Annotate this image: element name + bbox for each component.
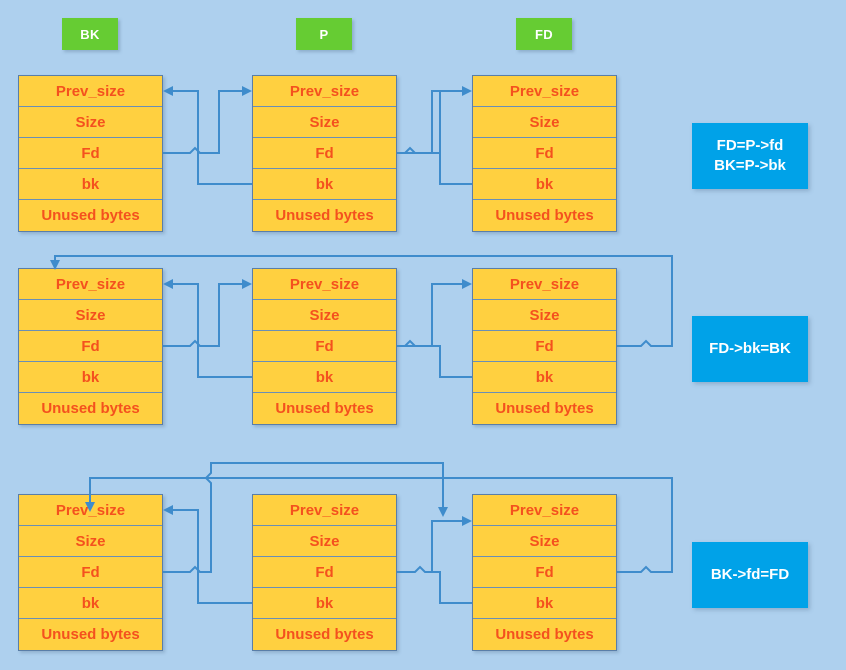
wire-p-fd-to-fd-row2 bbox=[397, 279, 472, 347]
field-bk: bk bbox=[253, 169, 396, 200]
note-line-1: FD->bk=BK bbox=[709, 340, 791, 357]
field-bk: bk bbox=[253, 588, 396, 619]
field-fd: Fd bbox=[473, 138, 616, 169]
field-prev-size: Prev_size bbox=[253, 76, 396, 107]
field-fd: Fd bbox=[253, 331, 396, 362]
note-line-2: BK=P->bk bbox=[714, 157, 786, 174]
field-fd: Fd bbox=[253, 557, 396, 588]
field-size: Size bbox=[19, 107, 162, 138]
field-size: Size bbox=[19, 300, 162, 331]
field-size: Size bbox=[253, 526, 396, 557]
field-fd: Fd bbox=[473, 557, 616, 588]
note-line-1: FD=P->fd bbox=[716, 137, 784, 154]
note-bk-fd-set: BK->fd=FD bbox=[692, 542, 808, 608]
wire-p-fd-to-fd-row3 bbox=[397, 516, 472, 573]
wire-p-bk-to-bk-row1 bbox=[163, 86, 252, 185]
field-fd: Fd bbox=[253, 138, 396, 169]
field-prev-size: Prev_size bbox=[253, 269, 396, 300]
wire-fd-bk-to-p-row1 bbox=[397, 146, 472, 185]
field-prev-size: Prev_size bbox=[253, 495, 396, 526]
field-fd: Fd bbox=[19, 331, 162, 362]
field-size: Size bbox=[473, 526, 616, 557]
note-fd-bk-set: FD->bk=BK bbox=[692, 316, 808, 382]
field-bk: bk bbox=[19, 169, 162, 200]
field-unused-bytes: Unused bytes bbox=[19, 200, 162, 231]
field-bk: bk bbox=[473, 588, 616, 619]
wire-p-fd-to-fd-row1 bbox=[397, 86, 472, 154]
field-size: Size bbox=[473, 300, 616, 331]
field-bk: bk bbox=[473, 169, 616, 200]
chunk-bk-row2: Prev_size Size Fd bk Unused bytes bbox=[18, 268, 163, 425]
field-unused-bytes: Unused bytes bbox=[19, 619, 162, 650]
field-bk: bk bbox=[253, 362, 396, 393]
note-line-1: BK->fd=FD bbox=[710, 566, 790, 583]
note-fd-bk-assign: FD=P->fd BK=P->bk bbox=[692, 123, 808, 189]
field-fd: Fd bbox=[19, 557, 162, 588]
field-unused-bytes: Unused bytes bbox=[473, 393, 616, 424]
field-prev-size: Prev_size bbox=[473, 269, 616, 300]
field-size: Size bbox=[473, 107, 616, 138]
field-bk: bk bbox=[473, 362, 616, 393]
pointer-label-bk: BK bbox=[62, 18, 118, 50]
field-unused-bytes: Unused bytes bbox=[19, 393, 162, 424]
field-prev-size: Prev_size bbox=[19, 76, 162, 107]
chunk-fd-row3: Prev_size Size Fd bk Unused bytes bbox=[472, 494, 617, 651]
field-unused-bytes: Unused bytes bbox=[253, 619, 396, 650]
wire-bk-fd-to-p-row1 bbox=[163, 86, 252, 154]
wire-fd-bk-left-row2 bbox=[397, 339, 472, 378]
field-unused-bytes: Unused bytes bbox=[253, 393, 396, 424]
field-prev-size: Prev_size bbox=[19, 495, 162, 526]
field-bk: bk bbox=[19, 362, 162, 393]
chunk-p-row1: Prev_size Size Fd bk Unused bytes bbox=[252, 75, 397, 232]
field-prev-size: Prev_size bbox=[19, 269, 162, 300]
field-unused-bytes: Unused bytes bbox=[473, 200, 616, 231]
wire-p-bk-to-bk-row3 bbox=[163, 505, 252, 604]
pointer-label-p: P bbox=[296, 18, 352, 50]
chunk-bk-row3: Prev_size Size Fd bk Unused bytes bbox=[18, 494, 163, 651]
field-size: Size bbox=[253, 300, 396, 331]
wire-fd-bk-left-row3 bbox=[432, 571, 472, 604]
pointer-label-fd: FD bbox=[516, 18, 572, 50]
field-fd: Fd bbox=[473, 331, 616, 362]
chunk-fd-row1: Prev_size Size Fd bk Unused bytes bbox=[472, 75, 617, 232]
chunk-bk-row1: Prev_size Size Fd bk Unused bytes bbox=[18, 75, 163, 232]
chunk-p-row3: Prev_size Size Fd bk Unused bytes bbox=[252, 494, 397, 651]
field-bk: bk bbox=[19, 588, 162, 619]
field-prev-size: Prev_size bbox=[473, 76, 616, 107]
field-size: Size bbox=[19, 526, 162, 557]
field-prev-size: Prev_size bbox=[473, 495, 616, 526]
field-unused-bytes: Unused bytes bbox=[253, 200, 396, 231]
wire-bk-fd-to-p-row2 bbox=[163, 279, 252, 347]
wire-fd-prevsize-stub-row1 bbox=[439, 90, 466, 158]
field-fd: Fd bbox=[19, 138, 162, 169]
chunk-fd-row2: Prev_size Size Fd bk Unused bytes bbox=[472, 268, 617, 425]
field-size: Size bbox=[253, 107, 396, 138]
chunk-p-row2: Prev_size Size Fd bk Unused bytes bbox=[252, 268, 397, 425]
wire-p-bk-to-bk-row2 bbox=[163, 279, 252, 378]
field-unused-bytes: Unused bytes bbox=[473, 619, 616, 650]
